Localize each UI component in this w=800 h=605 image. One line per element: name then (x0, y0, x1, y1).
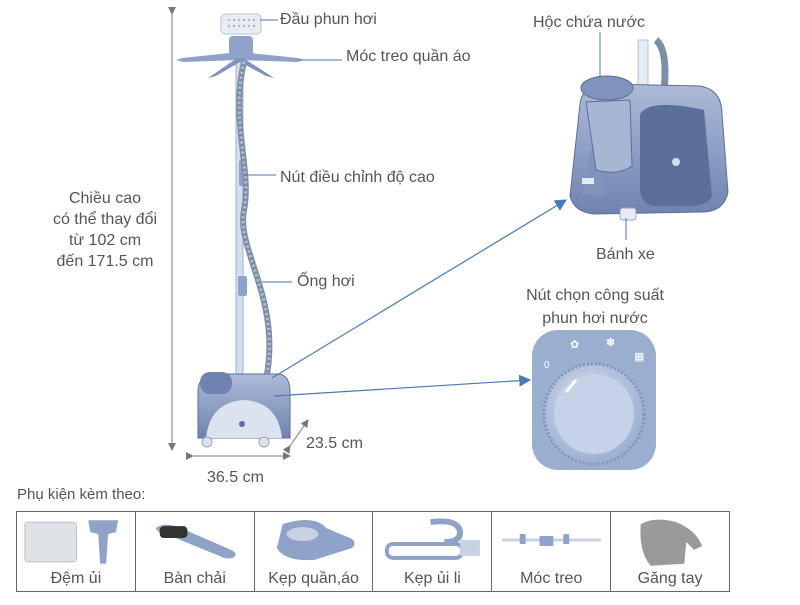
water-tank-label: Hộc chứa nước (533, 14, 645, 31)
height-button-label: Nút điều chỉnh độ cao (280, 169, 435, 186)
svg-text:✽: ✽ (606, 337, 615, 349)
svg-text:▦: ▦ (634, 351, 644, 363)
depth-dimension-label: 23.5 cm (306, 435, 363, 452)
nozzle-label: Đầu phun hơi (280, 11, 377, 28)
steamer-base (197, 372, 291, 448)
leader-lines (244, 19, 627, 283)
hanger-hook (176, 36, 304, 78)
accessories-title: Phụ kiện kèm theo: (17, 486, 146, 503)
glove-icon (640, 519, 703, 566)
accessory-clothes-clip: Kẹp quần,áo (255, 512, 374, 591)
accessory-glove: Găng tay (611, 512, 729, 591)
adjustable-height-label: Chiều cao có thể thay đổi từ 102 cm đến … (52, 190, 158, 270)
svg-text:✿: ✿ (570, 339, 579, 351)
accessory-hanger: Móc treo (492, 512, 612, 591)
brush-icon (155, 524, 236, 559)
callout-arrows (271, 199, 568, 397)
accessory-brush: Bàn chải (136, 512, 255, 591)
water-tank-closeup (569, 37, 729, 221)
hanger-icon (502, 534, 602, 546)
power-knob-label: Nút chọn công suất phun hơi nước (526, 287, 664, 327)
wheels-label: Bánh xe (596, 246, 655, 263)
power-knob-closeup: 0 ✿ ✽ ▦ (532, 330, 656, 470)
svg-text:0: 0 (544, 360, 550, 371)
steam-hose-label: Ống hơi (297, 273, 355, 290)
accessories-table: Đệm ủi Bàn chải Kẹp quần,áo Kẹp ủi li (16, 511, 730, 592)
ironing-pad-icon (24, 520, 118, 564)
width-dimension-label: 36.5 cm (207, 469, 264, 486)
depth-dimension-line (282, 419, 309, 455)
clothes-clip-icon (276, 520, 355, 561)
steam-nozzle (220, 13, 262, 35)
steam-hose (236, 61, 273, 381)
accessory-ironing-pad: Đệm ủi (17, 512, 136, 591)
accessory-crease-clip: Kẹp ủi li (373, 512, 493, 591)
hanger-hook-label: Móc treo quần áo (346, 48, 471, 65)
crease-clip-icon (385, 518, 481, 560)
